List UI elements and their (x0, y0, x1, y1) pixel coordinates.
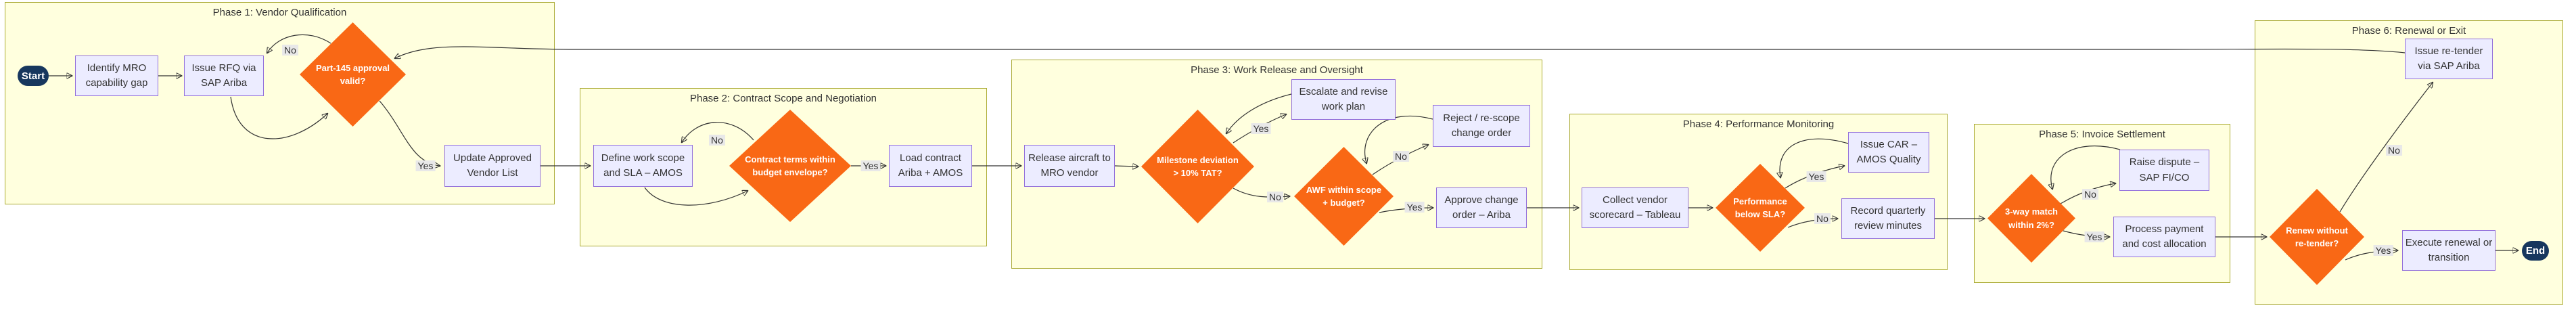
node-update-vendor-list: Update Approved Vendor List (444, 145, 540, 187)
edge-label-p4-yes: Yes (1806, 171, 1826, 182)
edge-label-p3-yes: Yes (1251, 123, 1271, 134)
edge-label-p3b-yes: Yes (1404, 202, 1425, 213)
edge-label-p6-yes: Yes (2373, 245, 2393, 256)
node-identify-mro-gap: Identify MRO capability gap (75, 56, 158, 96)
edge-release-milestone (1114, 166, 1138, 167)
node-release-aircraft: Release aircraft to MRO vendor (1024, 145, 1115, 187)
edge-performance-no-record (1787, 219, 1837, 228)
node-issue-rfq: Issue RFQ via SAP Ariba (184, 56, 264, 96)
edge-label-p2-no: No (709, 135, 725, 146)
edge-label-p1-yes: Yes (415, 160, 436, 171)
edge-retender-feedback-part145 (395, 46, 2406, 58)
edge-contractterms-no-define (682, 122, 754, 142)
node-process-payment: Process payment and cost allocation (2113, 217, 2215, 257)
phase-4-title: Phase 4: Performance Monitoring (1682, 118, 1835, 130)
end-node: End (2522, 241, 2549, 261)
node-raise-dispute: Raise dispute – SAP FI/CO (2119, 150, 2209, 191)
phase-1-container: Phase 1: Vendor Qualification (5, 2, 555, 204)
node-define-work-scope: Define work scope and SLA – AMOS (593, 145, 693, 187)
node-escalate-revise-plan: Escalate and revise work plan (1291, 79, 1396, 120)
start-node: Start (18, 66, 49, 86)
phase-2-title: Phase 2: Contract Scope and Negotiation (689, 93, 877, 104)
edge-renew-no-retender (2339, 83, 2433, 213)
edge-label-p4-no: No (1814, 213, 1831, 224)
edge-escalate-milestone (1226, 93, 1292, 133)
phase-5-title: Phase 5: Invoice Settlement (2039, 129, 2165, 140)
node-issue-car: Issue CAR – AMOS Quality (1848, 132, 1929, 173)
phase-6-title: Phase 6: Renewal or Exit (2351, 25, 2466, 37)
edge-label-p3-no: No (1267, 192, 1283, 202)
node-reject-rescope-order: Reject / re-scope change order (1433, 105, 1530, 147)
phase-3-title: Phase 3: Work Release and Oversight (1191, 64, 1363, 76)
edge-reject-awf (1365, 115, 1433, 163)
edge-part145-yes-update (379, 100, 440, 166)
node-collect-scorecard: Collect vendor scorecard – Tableau (1582, 187, 1688, 228)
edge-milestone-no-awf (1233, 187, 1289, 197)
node-approve-change-order: Approve change order – Ariba (1436, 187, 1527, 228)
edge-define-contractterms (644, 187, 748, 206)
edge-car-performance (1780, 138, 1849, 177)
node-load-contract: Load contract Ariba + AMOS (889, 145, 972, 187)
edge-dispute-3way (2051, 146, 2121, 189)
edge-label-p3b-no: No (1393, 151, 1409, 162)
edge-label-p2-yes: Yes (860, 160, 881, 171)
edge-label-p5-yes: Yes (2084, 231, 2104, 242)
phase-1-title: Phase 1: Vendor Qualification (212, 7, 347, 18)
node-execute-renewal: Execute renewal or transition (2402, 230, 2496, 271)
edge-label-p5-no: No (2082, 189, 2098, 200)
edge-awf-yes-approve (1379, 208, 1433, 213)
edge-rfq-part145 (230, 96, 327, 139)
edge-label-p6-no: No (2386, 145, 2402, 156)
node-record-review-minutes: Record quarterly review minutes (1841, 198, 1935, 239)
node-issue-retender: Issue re-tender via SAP Ariba (2405, 39, 2493, 79)
edge-part145-no-rfq (267, 34, 331, 53)
edge-label-p1-no: No (282, 45, 298, 56)
